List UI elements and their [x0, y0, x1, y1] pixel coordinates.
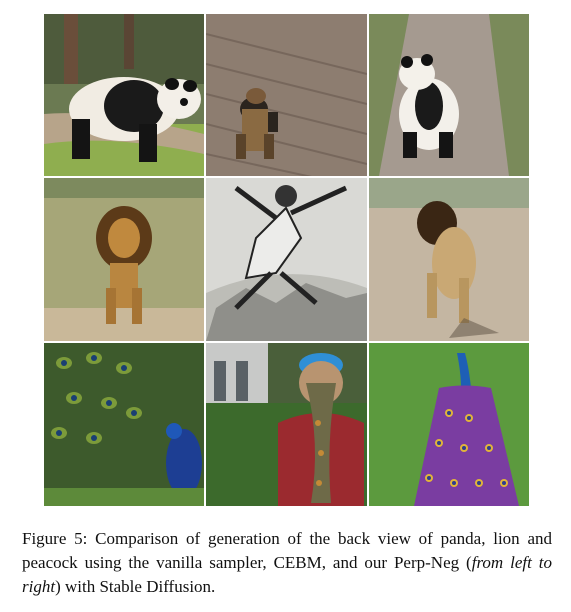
lion-perp-neg-image — [369, 178, 529, 341]
peacock-perp-neg-image — [369, 343, 529, 506]
caption-italic-text: from left to right — [22, 553, 552, 596]
figure-caption: Figure 5: Comparison of generation of th… — [22, 527, 552, 599]
caption-text-start: Comparison of generation of the back vie… — [22, 529, 553, 572]
panda-perp-neg-image — [369, 14, 529, 176]
peacock-cebm-image — [206, 343, 367, 506]
lion-cebm-image — [206, 178, 367, 341]
peacock-vanilla-image — [44, 343, 204, 506]
panda-cebm-image — [206, 14, 367, 176]
caption-text-end: ) with Stable Diffusion. — [55, 577, 216, 596]
lion-vanilla-image — [44, 178, 204, 341]
figure-label: Figure 5: — [22, 529, 88, 548]
image-grid — [44, 14, 529, 506]
panda-vanilla-image — [44, 14, 204, 176]
